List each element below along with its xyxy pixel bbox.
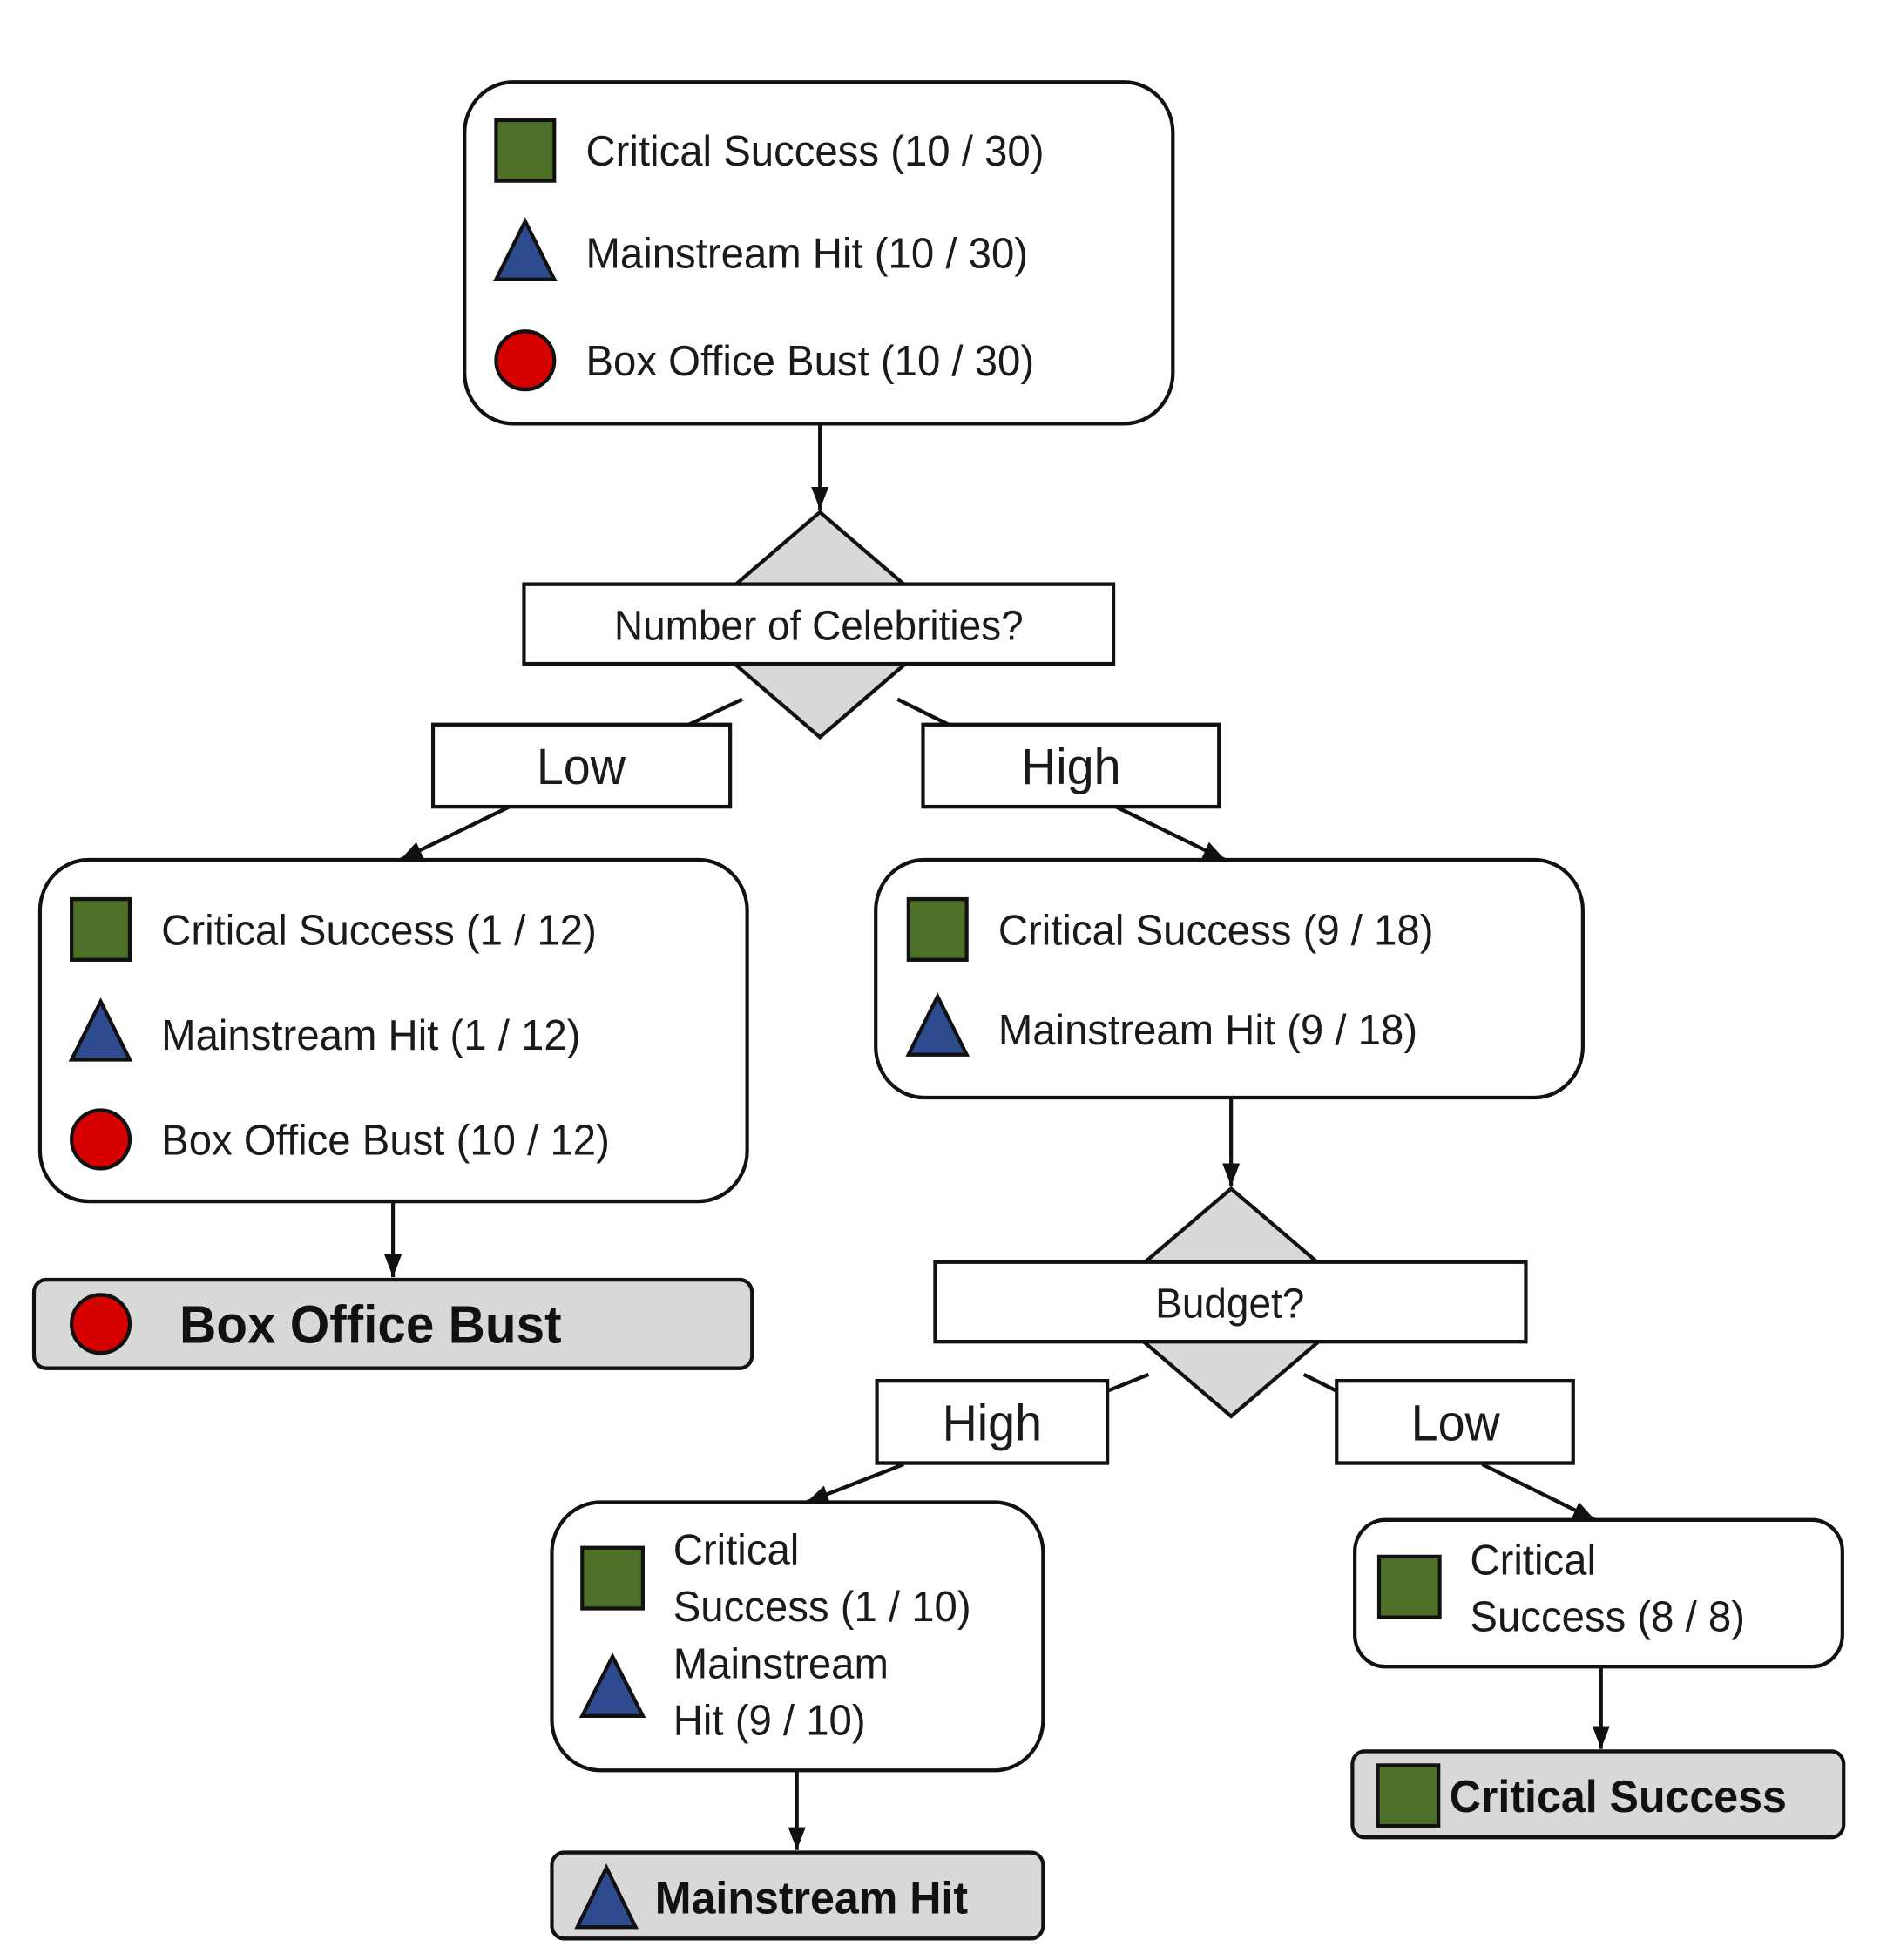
branch-label: Low: [537, 740, 626, 795]
branch-label: Low: [1411, 1396, 1501, 1451]
critical-success-square-icon: [909, 899, 967, 960]
leaf-box-office-bust: Box Office Bust: [34, 1280, 752, 1369]
node-item-line: Mainstream: [673, 1639, 889, 1687]
box-office-bust-circle-icon: [496, 331, 554, 389]
branch-high-celebrities: High: [923, 725, 1220, 807]
branch-label: High: [943, 1396, 1043, 1451]
node-item-line: Hit (9 / 10): [673, 1697, 866, 1745]
leaf-label: Box Office Bust: [179, 1294, 562, 1354]
root-item-mainstream-hit: Mainstream Hit (10 / 30): [585, 230, 1028, 278]
low-budget-node: Critical Success (8 / 8): [1355, 1520, 1843, 1666]
leaf-critical-success: Critical Success: [1352, 1751, 1843, 1837]
edge-decision2-low: [1304, 1375, 1337, 1391]
critical-success-square-icon: [71, 899, 130, 960]
low-celebrities-node: Critical Success (1 / 12) Mainstream Hit…: [40, 860, 747, 1201]
critical-success-square-icon: [496, 120, 554, 181]
node-item: Critical Success (1 / 12): [161, 906, 597, 954]
branch-high-budget: High: [877, 1381, 1108, 1463]
edge-low-budget-to-node: [1482, 1464, 1594, 1520]
high-budget-node: Critical Success (1 / 10) Mainstream Hit…: [551, 1503, 1043, 1771]
box-office-bust-circle-icon: [71, 1294, 130, 1353]
root-item-box-office-bust: Box Office Bust (10 / 30): [585, 337, 1034, 385]
branch-label: High: [1021, 740, 1121, 795]
root-item-critical-success: Critical Success (10 / 30): [585, 127, 1044, 175]
edge-decision2-high: [1107, 1375, 1148, 1391]
decision2-question: Budget?: [1155, 1281, 1304, 1327]
critical-success-square-icon: [1379, 1557, 1440, 1618]
node-item: Box Office Bust (10 / 12): [161, 1116, 610, 1164]
node-item: Mainstream Hit (1 / 12): [161, 1011, 580, 1059]
edge-low-to-node: [400, 807, 509, 860]
leaf-mainstream-hit: Mainstream Hit: [551, 1853, 1043, 1939]
decision-number-of-celebrities: Number of Celebrities?: [524, 512, 1113, 737]
edge-high-budget-to-node: [807, 1464, 903, 1503]
edge-decision1-low: [689, 700, 742, 725]
leaf-label: Mainstream Hit: [655, 1872, 968, 1923]
decision1-question: Number of Celebrities?: [614, 603, 1024, 649]
edge-high-to-node: [1116, 807, 1225, 860]
node-item-line: Critical: [673, 1526, 800, 1574]
leaf-label: Critical Success: [1450, 1771, 1787, 1821]
node-item-line: Success (1 / 10): [673, 1583, 971, 1631]
node-item: Critical Success (9 / 18): [998, 906, 1434, 954]
high-celebrities-node: Critical Success (9 / 18) Mainstream Hit…: [876, 860, 1583, 1098]
branch-low-budget: Low: [1336, 1381, 1572, 1463]
branch-low-celebrities: Low: [433, 725, 730, 807]
root-node: Critical Success (10 / 30) Mainstream Hi…: [464, 82, 1173, 423]
box-office-bust-circle-icon: [71, 1111, 130, 1169]
critical-success-square-icon: [1378, 1765, 1439, 1826]
critical-success-square-icon: [582, 1548, 643, 1609]
node-item-line: Critical: [1470, 1536, 1596, 1584]
node-item: Mainstream Hit (9 / 18): [998, 1006, 1417, 1054]
node-item-line: Success (8 / 8): [1470, 1593, 1745, 1641]
edge-decision1-high: [897, 700, 948, 725]
